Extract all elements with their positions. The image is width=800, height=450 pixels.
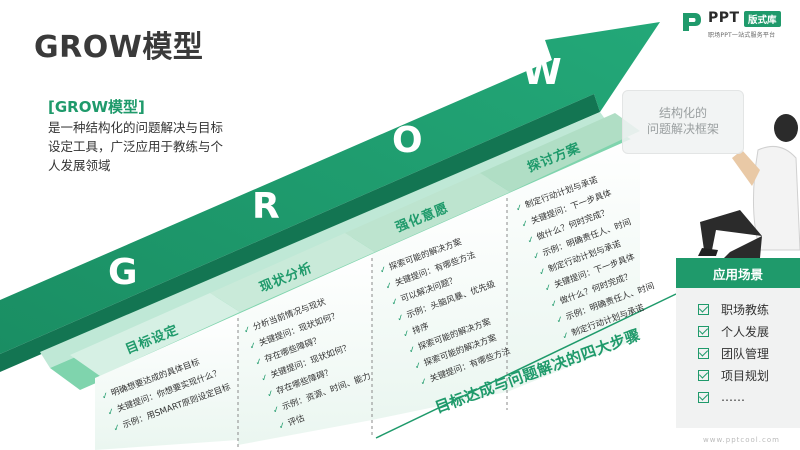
step-block-1 [70, 293, 240, 376]
scenario-header: 应用场景 [676, 262, 800, 288]
letter-w: W [522, 52, 562, 93]
scenario-panel [676, 262, 800, 428]
intro-line: 是一种结构化的问题解决与目标 [48, 120, 224, 135]
intro-heading: [GROW模型] [48, 98, 145, 116]
framework-label-line: 结构化的 [658, 106, 707, 120]
logo-badge: 版式库 [744, 11, 781, 27]
intro-body: 是一种结构化的问题解决与目标 设定工具，广泛应用于教练与个 人发展领域 [48, 118, 248, 175]
scenario-label: 项目规划 [721, 368, 770, 383]
scenario-item[interactable]: 项目规划 [698, 364, 769, 386]
checkbox-icon[interactable] [698, 391, 709, 403]
letter-o: O [392, 120, 423, 161]
framework-label: 结构化的 问题解决框架 [623, 105, 743, 137]
scenario-label: 职场教练 [721, 302, 770, 317]
framework-label-line: 问题解决框架 [646, 122, 719, 136]
person-illustration [676, 114, 800, 266]
step-block-2 [210, 233, 375, 312]
letter-r: R [252, 186, 280, 227]
arrow-top-face [0, 22, 660, 354]
page-title: GROW模型 [34, 30, 204, 65]
checkbox-icon[interactable] [698, 369, 709, 381]
scenario-list: 职场教练 个人发展 团队管理 项目规划 …… [698, 298, 769, 408]
intro-line: 人发展领域 [48, 158, 111, 173]
step-strip [40, 112, 610, 368]
scenario-item[interactable]: 团队管理 [698, 342, 769, 364]
scenario-item[interactable]: 职场教练 [698, 298, 769, 320]
letter-g: G [108, 252, 138, 293]
scenario-item[interactable]: 个人发展 [698, 320, 769, 342]
logo-ppt-text: PPT [708, 10, 740, 26]
step-block-4 [480, 113, 640, 192]
scenario-label: 团队管理 [721, 346, 770, 361]
scenario-label: 个人发展 [721, 324, 770, 339]
intro-line: 设定工具，广泛应用于教练与个 [48, 139, 224, 154]
checkbox-icon[interactable] [698, 303, 709, 315]
checkbox-icon[interactable] [698, 325, 709, 337]
scenario-label: …… [721, 390, 745, 404]
watermark: www.pptcool.com [703, 436, 780, 444]
logo-tagline: 职场PPT一站式服务平台 [708, 32, 776, 39]
brand-logo[interactable]: PPT 版式库 职场PPT一站式服务平台 [680, 8, 798, 39]
logo-icon [683, 13, 701, 31]
framework-label-box: 结构化的 问题解决框架 [622, 90, 744, 154]
step-block-3 [345, 173, 510, 252]
arrow-side-face [0, 94, 600, 372]
checkbox-icon[interactable] [698, 347, 709, 359]
scenario-item[interactable]: …… [698, 386, 769, 408]
